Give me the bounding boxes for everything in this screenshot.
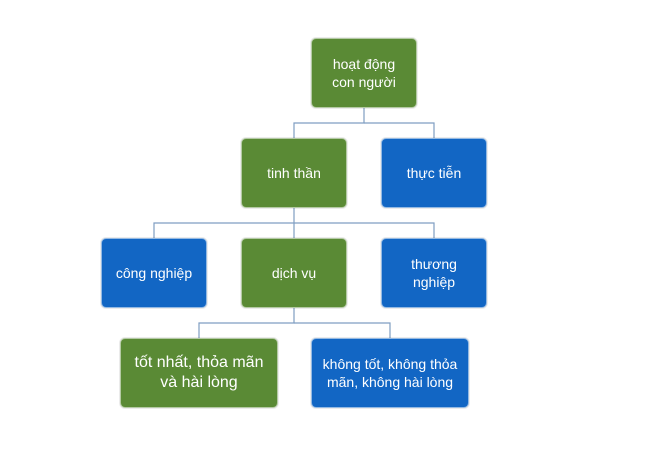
connector-tinh-than-to-thuong-nghiep [294, 222, 435, 238]
node-thuong-nghiep: thương nghiệp [381, 238, 487, 308]
connector-tinh-than-to-cong-nghiep [153, 208, 295, 238]
connector-dich-vu-to-khong-tot [294, 322, 391, 338]
node-label: thực tiễn [406, 165, 462, 181]
node-cong-nghiep: công nghiệp [101, 238, 207, 308]
connector-dich-vu-to-tot-nhat [198, 308, 295, 338]
connector-root-to-tinh-than [293, 108, 365, 138]
connector-root-to-thuc-tien [364, 122, 435, 138]
node-khong-tot: không tốt, không thỏa mãn, không hài lòn… [311, 338, 469, 408]
node-label: công nghiệp [115, 265, 193, 281]
node-hoat-dong-con-nguoi: hoạt động con người [311, 38, 417, 108]
node-dich-vu: dịch vụ [241, 238, 347, 308]
node-label: không tốt, không thỏa mãn, không hài lòn… [322, 356, 458, 390]
node-label: hoạt động con người [332, 56, 396, 90]
node-thuc-tien: thực tiễn [381, 138, 487, 208]
node-tot-nhat: tốt nhất, thỏa mãn và hài lòng [120, 338, 278, 408]
node-label: thương nghiệp [411, 256, 457, 290]
node-label: tốt nhất, thỏa mãn và hài lòng [134, 354, 264, 391]
node-tinh-than: tinh thần [241, 138, 347, 208]
node-label: tinh thần [267, 165, 321, 181]
node-label: dịch vụ [271, 265, 317, 281]
